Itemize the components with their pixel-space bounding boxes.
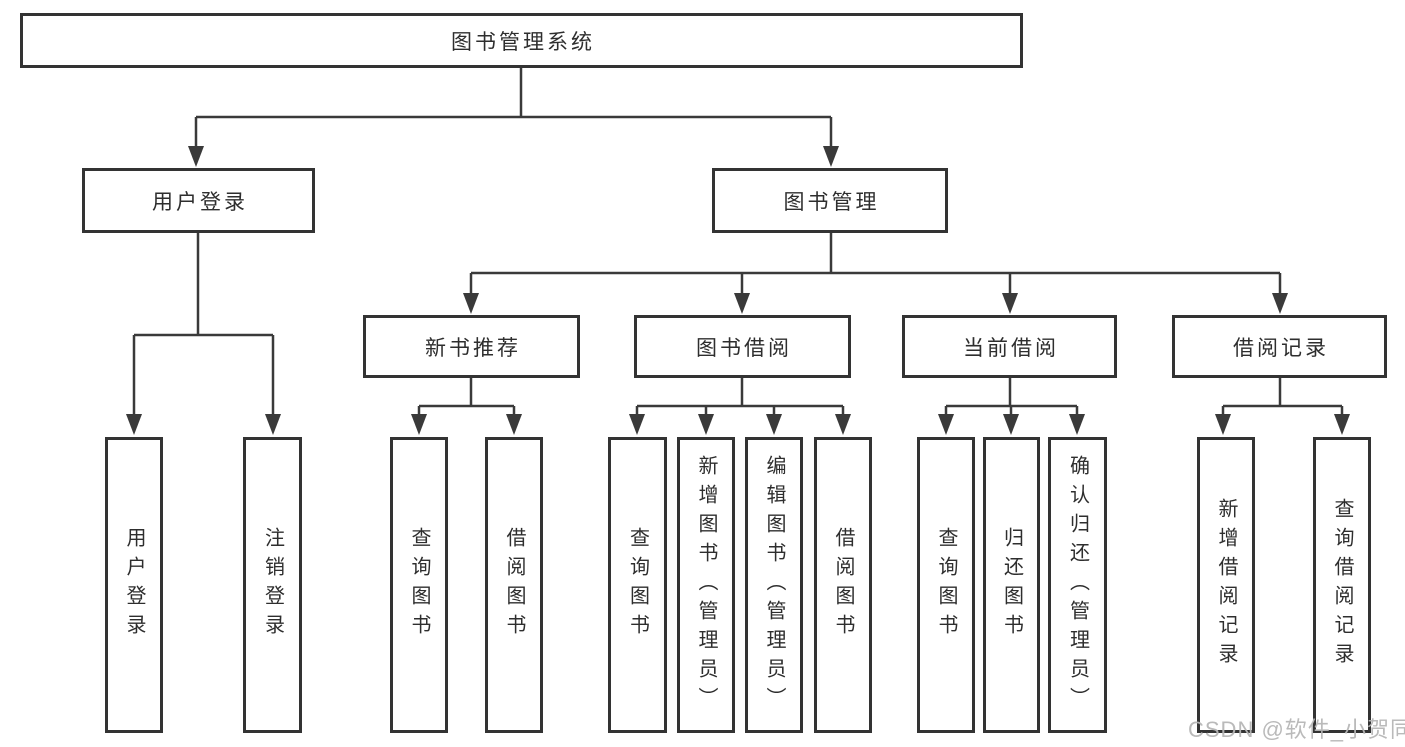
node-label: 借阅图书: [503, 527, 525, 643]
node-label: 新书推荐: [425, 336, 521, 360]
node-label: 查询图书: [935, 527, 957, 643]
node-confirm-return-admin: 确认归还（管理员）: [1048, 437, 1107, 733]
node-label: 当前借阅: [963, 336, 1059, 360]
node-add-borrow-record: 新增借阅记录: [1197, 437, 1255, 733]
node-label: 编辑图书（管理员）: [763, 454, 785, 716]
node-label: 图书借阅: [696, 336, 792, 360]
node-borrowing-records: 借阅记录: [1172, 315, 1387, 378]
node-borrow-books: 借阅图书: [485, 437, 543, 733]
node-label: 图书管理: [783, 190, 880, 214]
node-library-management-system: 图书管理系统: [20, 13, 1023, 68]
node-label: 查询借阅记录: [1331, 498, 1353, 672]
node-label: 新增图书（管理员）: [695, 454, 717, 716]
node-add-books-admin: 新增图书（管理员）: [677, 437, 735, 733]
node-user-login: 用户登录: [82, 168, 315, 233]
node-label: 归还图书: [1000, 527, 1023, 643]
node-search-borrow-record: 查询借阅记录: [1313, 437, 1371, 733]
watermark: CSDN @软件_小贺同学: [1188, 717, 1405, 742]
node-label: 借阅记录: [1233, 336, 1329, 360]
node-label: 图书管理系统: [451, 30, 595, 54]
node-return-books: 归还图书: [983, 437, 1040, 733]
node-search-books: 查询图书: [917, 437, 975, 733]
node-edit-books-admin: 编辑图书（管理员）: [745, 437, 803, 733]
node-user-login-leaf: 用户登录: [105, 437, 163, 733]
node-label: 借阅图书: [832, 527, 854, 643]
node-book-management: 图书管理: [712, 168, 948, 233]
node-label: 注销登录: [261, 527, 284, 643]
node-logout-leaf: 注销登录: [243, 437, 302, 733]
node-label: 用户登录: [152, 190, 248, 214]
node-label: 新增借阅记录: [1215, 498, 1237, 672]
node-new-book-recommendation: 新书推荐: [363, 315, 580, 378]
node-label: 查询图书: [408, 527, 430, 643]
node-borrow-books: 借阅图书: [814, 437, 872, 733]
node-search-books: 查询图书: [390, 437, 448, 733]
node-book-borrowing: 图书借阅: [634, 315, 851, 378]
node-label: 查询图书: [626, 527, 649, 643]
arrowheads: [126, 146, 1350, 435]
node-label: 确认归还（管理员）: [1066, 454, 1089, 716]
node-label: 用户登录: [123, 527, 145, 643]
node-current-borrowing: 当前借阅: [902, 315, 1117, 378]
node-search-books: 查询图书: [608, 437, 667, 733]
